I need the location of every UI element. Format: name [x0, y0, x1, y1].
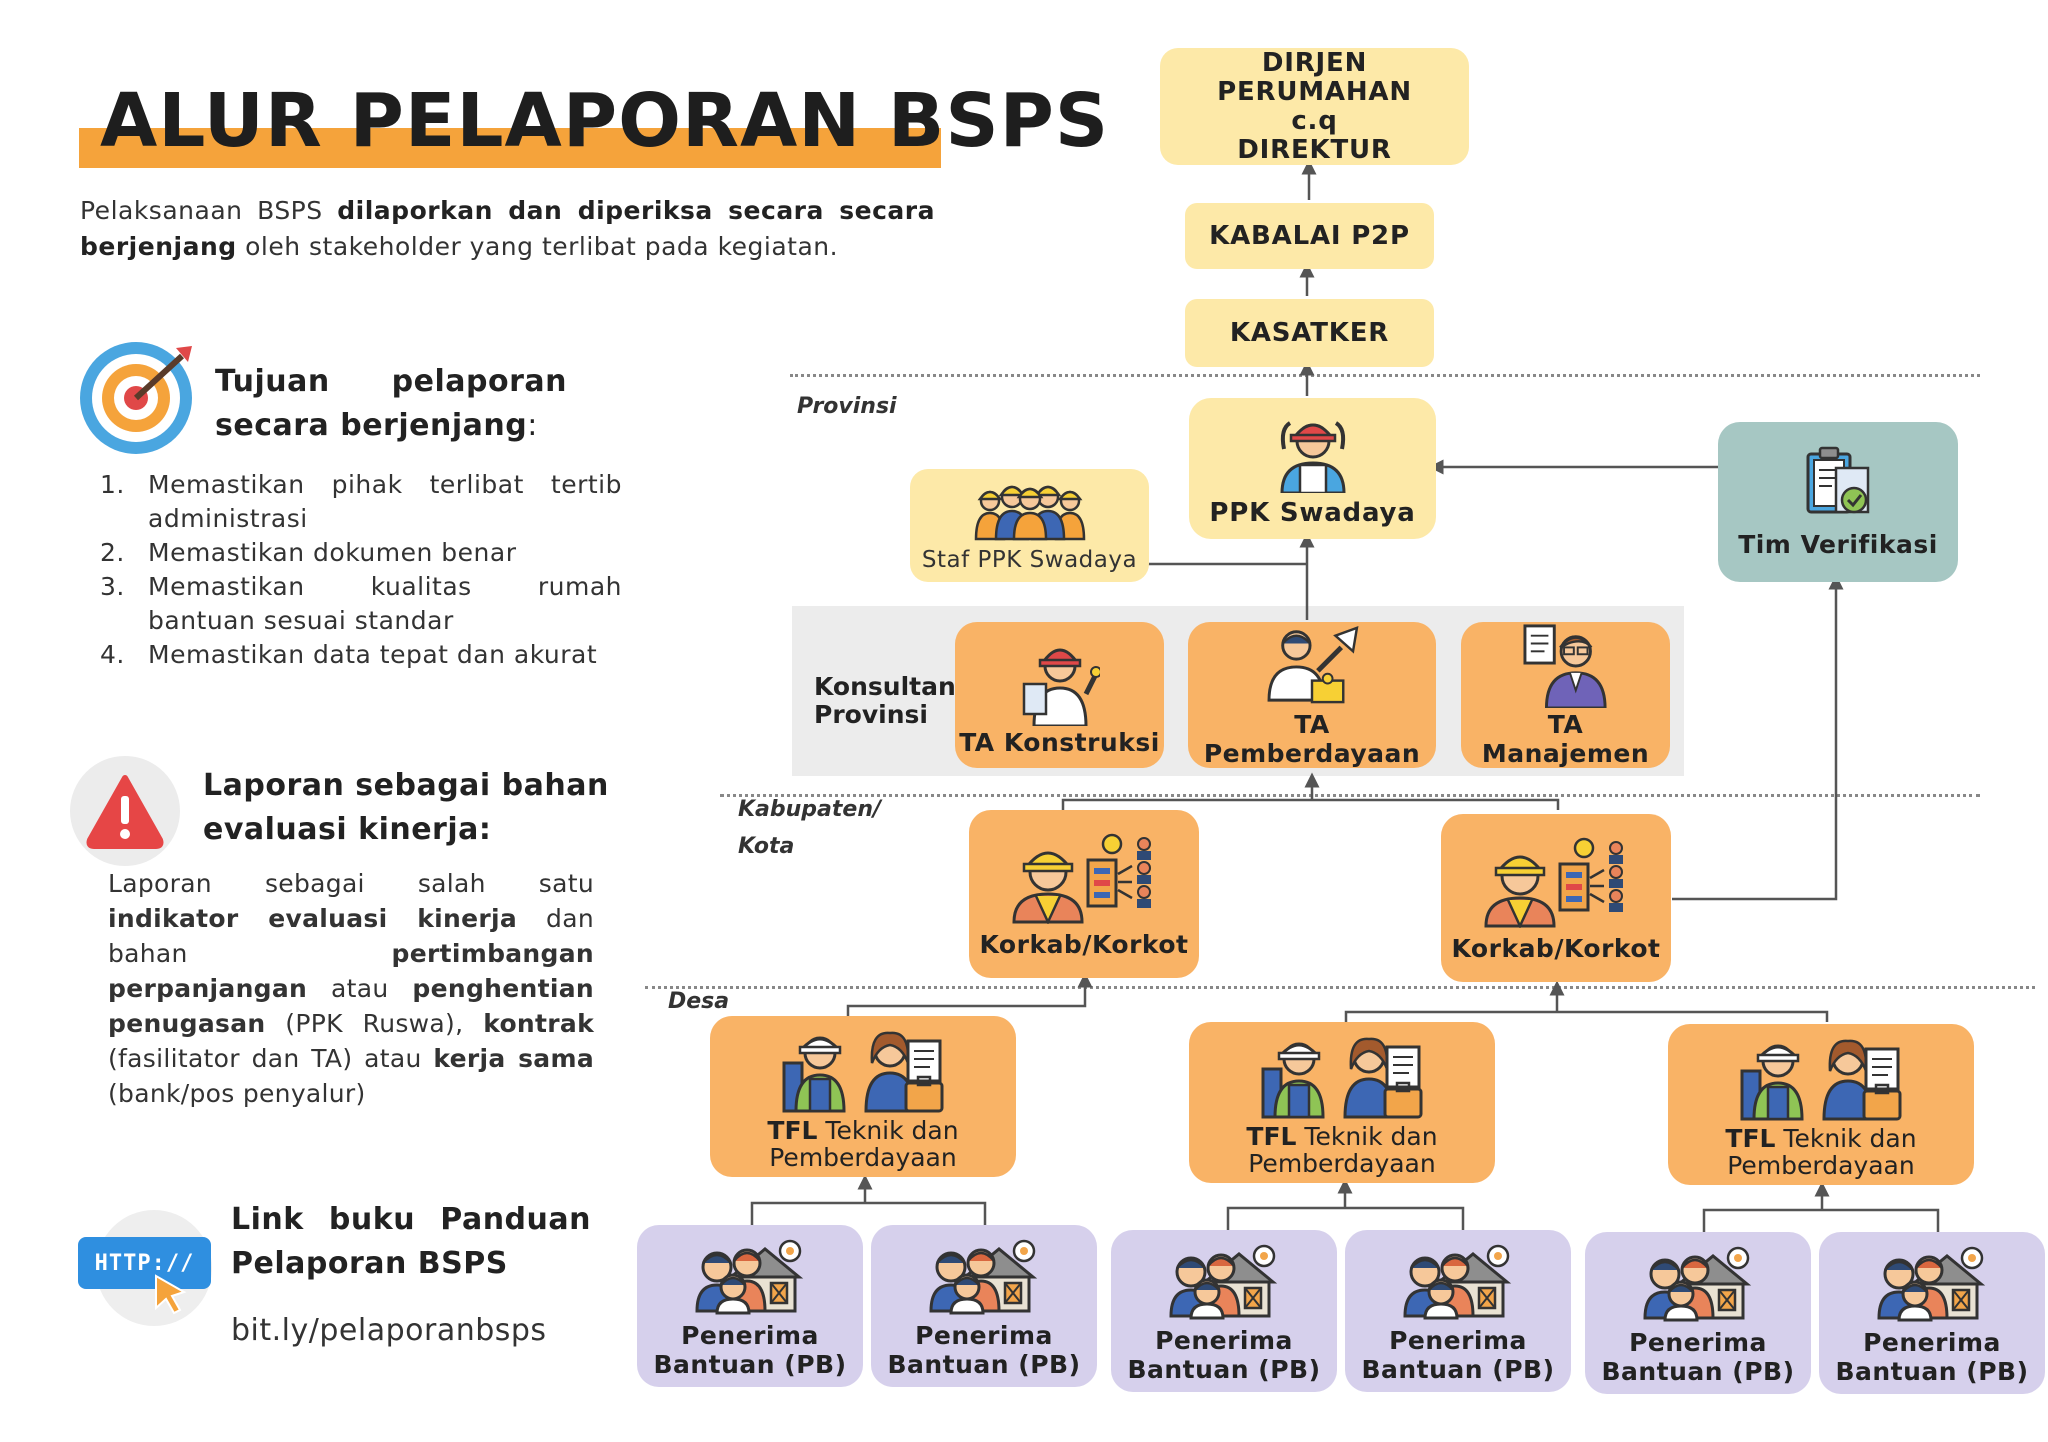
construction-worker-icon	[1022, 648, 1100, 726]
beneficiary-family-icon	[929, 1239, 1036, 1315]
node-kasatker: KASATKER	[1185, 299, 1434, 367]
goals-list: 1.Memastikan pihak terlibat tertib admin…	[100, 468, 622, 672]
http-icon: HTTP://	[78, 1237, 211, 1289]
provinsi-divider	[790, 374, 1980, 377]
node-ta-konstruksi: TA Konstruksi	[955, 622, 1164, 768]
cursor-icon	[155, 1274, 187, 1315]
coordinator-icon	[1484, 837, 1625, 927]
node-tfl-1: TFL Teknik dan Pemberdayaan	[710, 1016, 1016, 1177]
facilitator-icon	[1261, 1036, 1423, 1118]
list-item: 1.Memastikan pihak terlibat tertib admin…	[100, 470, 622, 533]
manager-icon	[1522, 624, 1607, 708]
evaluation-paragraph: Laporan sebagai salah satu indikator eva…	[108, 869, 594, 1108]
beneficiary-family-icon	[1877, 1246, 1984, 1322]
intro-paragraph: Pelaksanaan BSPS dilaporkan dan diperiks…	[80, 196, 935, 261]
facilitator-icon	[1740, 1038, 1902, 1120]
staff-workers-icon	[974, 485, 1085, 540]
node-tfl-2: TFL Teknik dan Pemberdayaan	[1189, 1022, 1495, 1183]
node-tim-verifikasi: Tim Verifikasi	[1718, 422, 1958, 582]
warning-icon	[70, 756, 180, 866]
facilitator-icon	[782, 1030, 944, 1112]
node-ta-manajemen: TA Manajemen	[1461, 622, 1670, 768]
title-underline-bar	[79, 128, 941, 168]
coordinator-icon	[1012, 833, 1153, 923]
target-icon	[78, 340, 194, 456]
checklist-icon	[1806, 446, 1870, 513]
beneficiary-family-icon	[1643, 1246, 1750, 1322]
list-item: 2.Memastikan dokumen benar	[100, 538, 517, 567]
desa-divider	[645, 986, 2035, 989]
konsultan-provinsi-label: Konsultan Provinsi	[814, 672, 956, 729]
kabupaten-divider	[720, 794, 1980, 797]
guide-link[interactable]: bit.ly/pelaporanbsps	[231, 1313, 547, 1348]
ppk-worker-icon	[1279, 421, 1346, 493]
node-ta-pemberdayaan: TA Pemberdayaan	[1188, 622, 1436, 768]
region-label-kabupaten: Kabupaten/Kota	[738, 797, 882, 859]
node-korkab-korkot-1: Korkab/Korkot	[969, 810, 1199, 978]
node-korkab-korkot-2: Korkab/Korkot	[1441, 814, 1671, 982]
node-ppk-swadaya: PPK Swadaya	[1189, 398, 1436, 539]
region-label-desa: Desa	[668, 989, 730, 1014]
beneficiary-family-icon	[1403, 1244, 1510, 1320]
empowerment-icon	[1267, 625, 1359, 704]
beneficiary-family-icon	[1169, 1244, 1276, 1320]
list-item: 4.Memastikan data tepat dan akurat	[100, 640, 598, 669]
node-dirjen-perumahan: DIRJEN PERUMAHAN c.q DIREKTUR	[1160, 48, 1469, 165]
node-staf-ppk-swadaya: Staf PPK Swadaya	[910, 469, 1149, 582]
node-tfl-3: TFL Teknik dan Pemberdayaan	[1668, 1024, 1974, 1185]
list-item: 3.Memastikan kualitas rumah bantuan sesu…	[100, 572, 622, 635]
node-kabalai-p2p: KABALAI P2P	[1185, 203, 1434, 269]
page-title: ALUR PELAPORAN BSPS	[100, 78, 1110, 164]
region-label-provinsi: Provinsi	[797, 394, 897, 419]
evaluation-title: Laporan sebagai bahan evaluasi kinerja:	[203, 768, 609, 847]
beneficiary-family-icon	[695, 1239, 802, 1315]
